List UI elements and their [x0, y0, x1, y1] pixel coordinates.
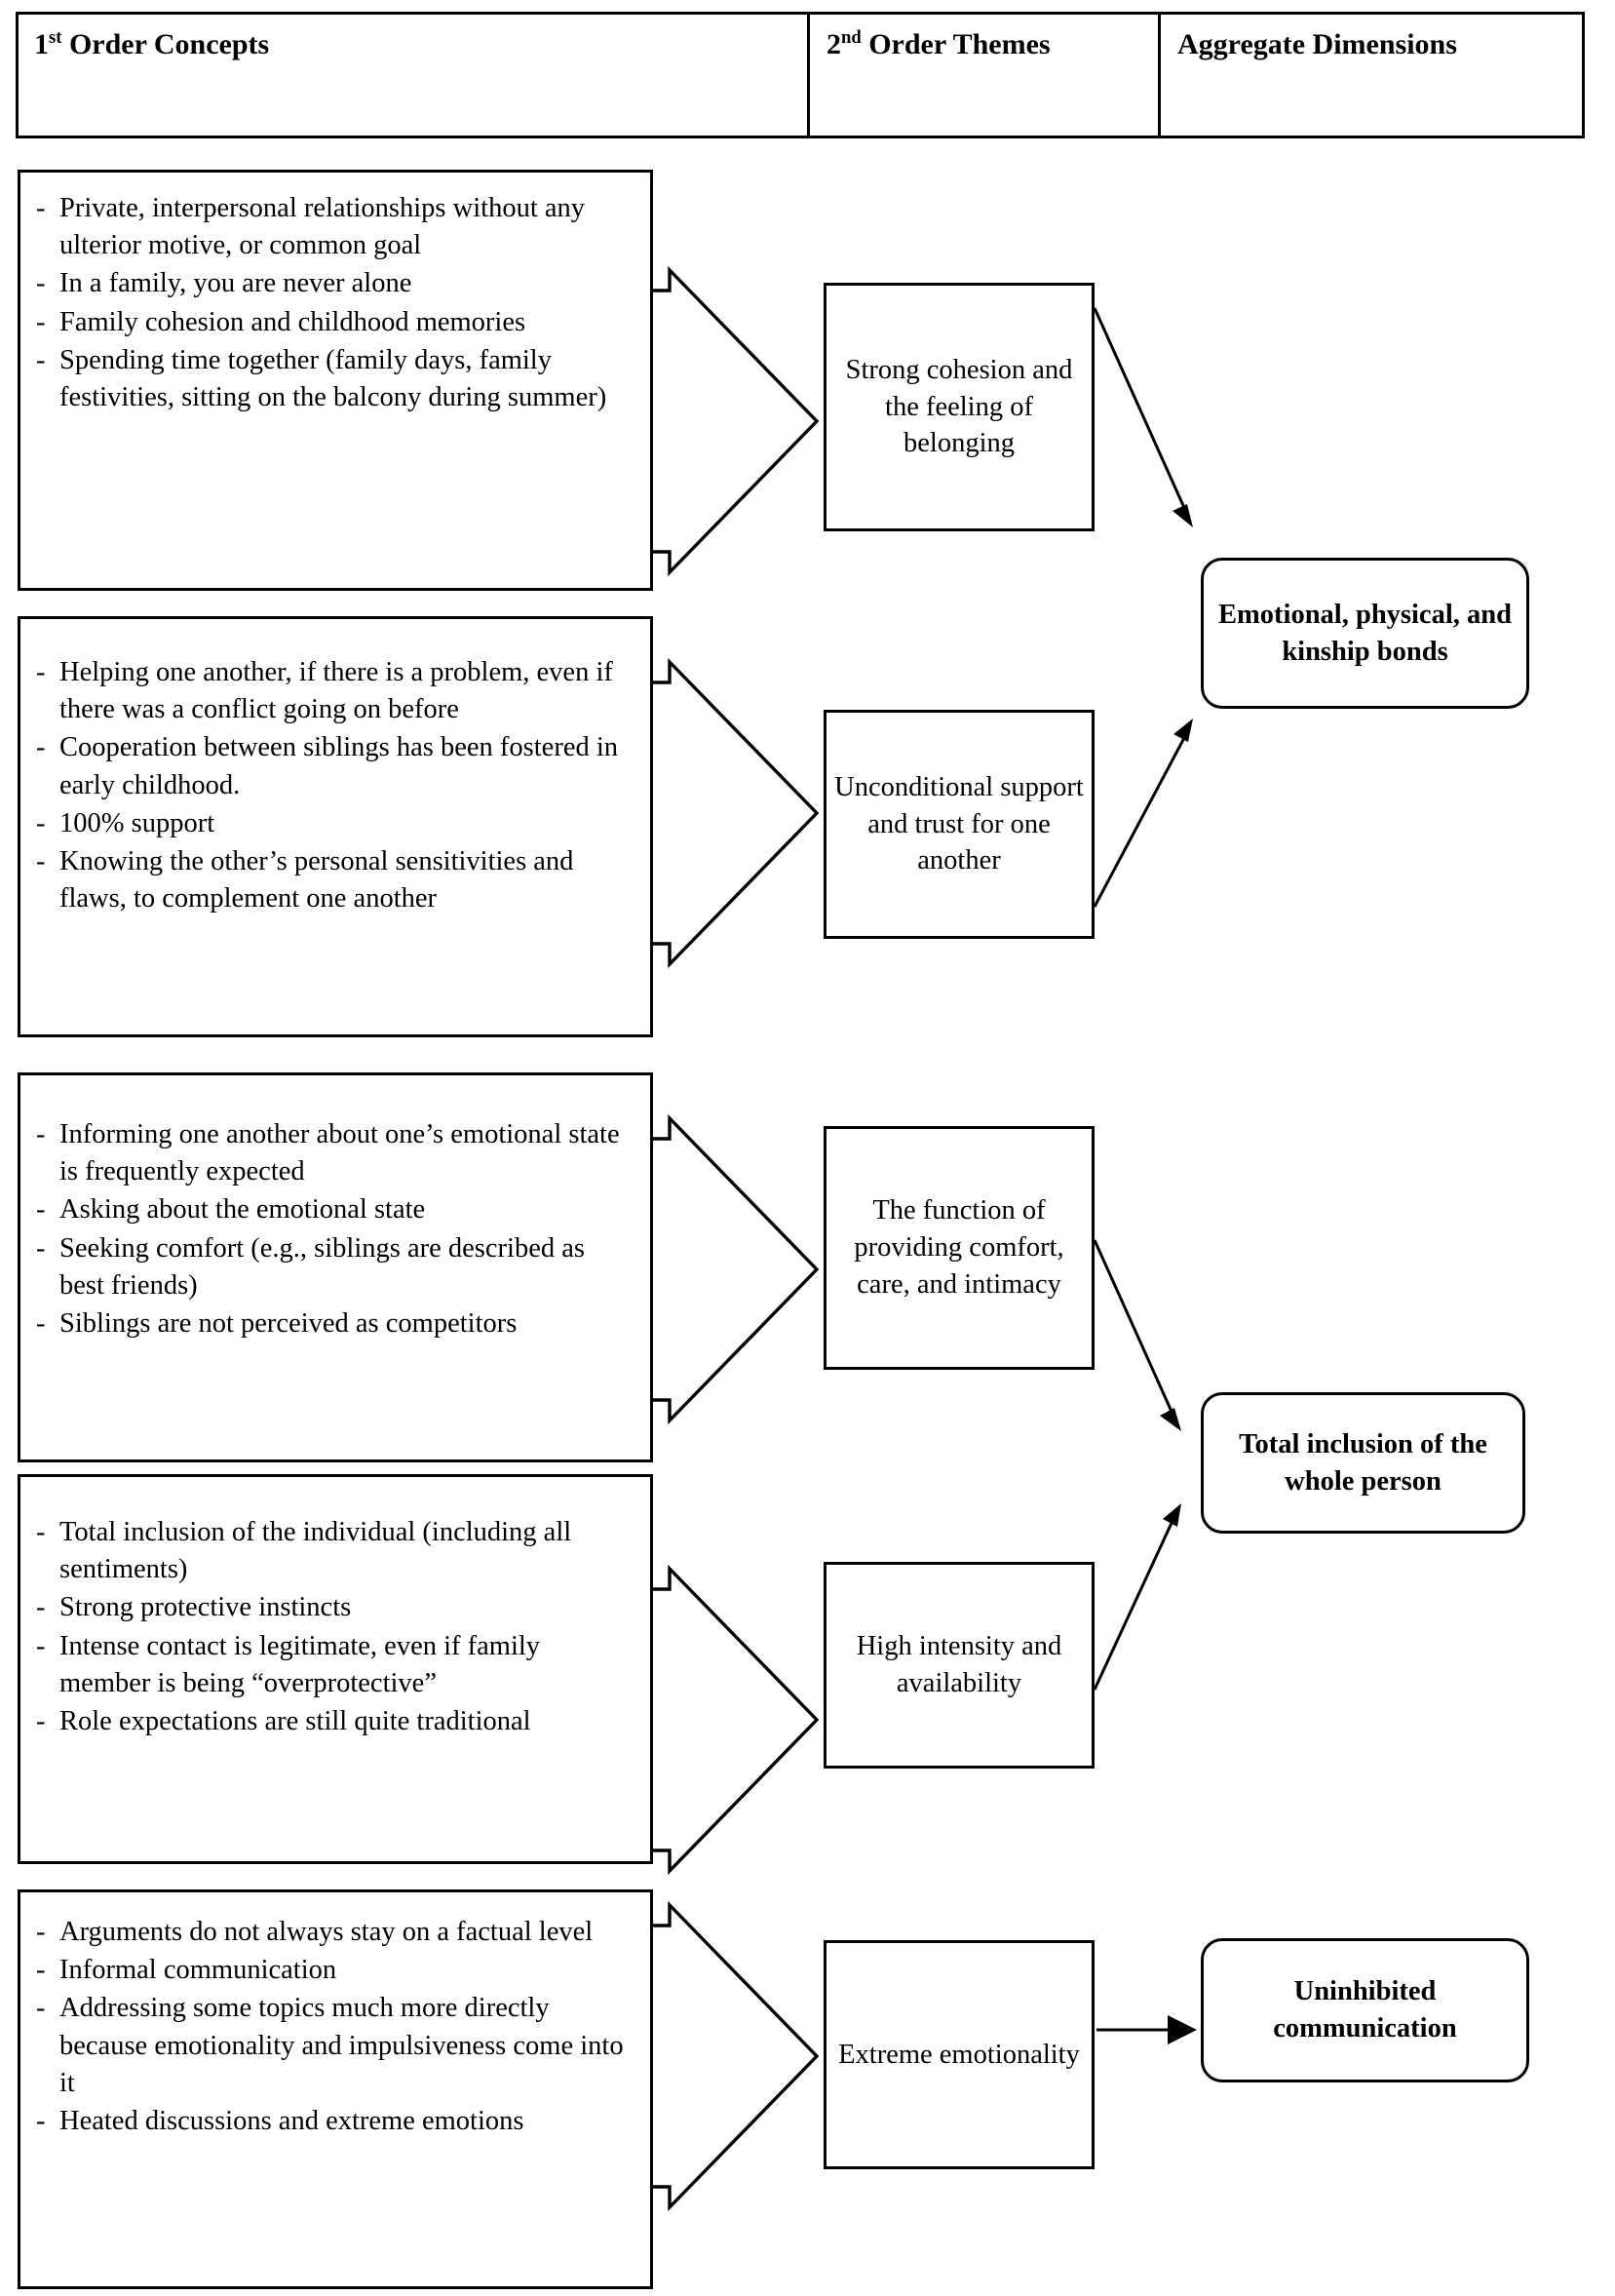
list-item: Seeking comfort (e.g., siblings are desc… — [30, 1230, 634, 1304]
theme-label: Strong cohesion and the feeling of belon… — [845, 354, 1073, 459]
list-item: Siblings are not perceived as competitor… — [30, 1305, 634, 1343]
list-item: Total inclusion of the individual (inclu… — [30, 1514, 634, 1588]
concept-list-2: Helping one another, if there is a probl… — [30, 654, 634, 917]
column-header-table: 1st Order Concepts 2nd Order Themes Aggr… — [16, 12, 1585, 138]
header-divider-2 — [1158, 15, 1161, 136]
list-item: Heated discussions and extreme emotions — [30, 2103, 634, 2140]
header-first-order-concepts: 1st Order Concepts — [34, 28, 269, 60]
aggregate-label: Emotional, physical, and kinship bonds — [1218, 599, 1512, 667]
first-order-concept-box-5: Arguments do not always stay on a factua… — [18, 1889, 653, 2289]
aggregate-dimension-box-3: Uninhibited communication — [1201, 1938, 1529, 2082]
theme-label: Extreme emotionality — [838, 2039, 1080, 2070]
list-item: Spending time together (family days, fam… — [30, 342, 634, 416]
list-item: Informal communication — [30, 1952, 634, 1989]
aggregate-dimension-box-1: Emotional, physical, and kinship bonds — [1201, 558, 1529, 709]
first-order-concept-box-2: Helping one another, if there is a probl… — [18, 616, 653, 1037]
list-item: Asking about the emotional state — [30, 1191, 634, 1228]
header-col2-ordinal-suffix: nd — [841, 27, 862, 48]
second-order-theme-box-1: Strong cohesion and the feeling of belon… — [824, 283, 1095, 531]
first-order-concept-box-4: Total inclusion of the individual (inclu… — [18, 1474, 653, 1864]
connector-theme2-to-aggregate1 — [1093, 719, 1193, 908]
list-item: Arguments do not always stay on a factua… — [30, 1914, 634, 1951]
list-item: Knowing the other’s personal sensitiviti… — [30, 843, 634, 917]
aggregate-label: Uninhibited communication — [1273, 1976, 1457, 2043]
list-item: In a family, you are never alone — [30, 265, 634, 302]
list-item: Private, interpersonal relationships wit… — [30, 190, 634, 264]
second-order-theme-box-3: The function of providing comfort, care,… — [824, 1126, 1095, 1370]
list-item: Family cohesion and childhood memories — [30, 304, 634, 341]
concept-list-3: Informing one another about one’s emotio… — [30, 1116, 634, 1343]
header-col2-text: Order Themes — [861, 28, 1051, 60]
list-item: Informing one another about one’s emotio… — [30, 1116, 634, 1190]
aggregate-label: Total inclusion of the whole person — [1239, 1428, 1487, 1497]
header-divider-1 — [807, 15, 810, 136]
list-item: Strong protective instincts — [30, 1589, 634, 1626]
header-second-order-themes: 2nd Order Themes — [827, 28, 1051, 60]
header-col1-number: 1 — [34, 28, 49, 60]
connector-theme3-to-aggregate2 — [1093, 1239, 1181, 1431]
theme-label: The function of providing comfort, care,… — [854, 1195, 1064, 1300]
list-item: Role expectations are still quite tradit… — [30, 1703, 634, 1740]
header-col1-text: Order Concepts — [61, 28, 270, 60]
list-item: Helping one another, if there is a probl… — [30, 654, 634, 728]
list-item: Intense contact is legitimate, even if f… — [30, 1628, 634, 1702]
header-col2-number: 2 — [827, 28, 841, 60]
second-order-theme-box-2: Unconditional support and trust for one … — [824, 710, 1095, 939]
connector-theme5-to-aggregate3 — [1096, 2015, 1197, 2044]
second-order-theme-box-5: Extreme emotionality — [824, 1940, 1095, 2169]
concept-list-1: Private, interpersonal relationships wit… — [30, 190, 634, 416]
header-col1-ordinal-suffix: st — [49, 27, 62, 48]
connector-theme4-to-aggregate2 — [1093, 1503, 1181, 1691]
concept-list-5: Arguments do not always stay on a factua… — [30, 1914, 634, 2140]
concept-list-4: Total inclusion of the individual (inclu… — [30, 1514, 634, 1740]
theme-label: Unconditional support and trust for one … — [834, 771, 1084, 876]
first-order-concept-box-3: Informing one another about one’s emotio… — [18, 1072, 653, 1462]
list-item: Addressing some topics much more directl… — [30, 1990, 634, 2102]
list-item: 100% support — [30, 805, 634, 842]
second-order-theme-box-4: High intensity and availability — [824, 1562, 1095, 1769]
header-aggregate-dimensions: Aggregate Dimensions — [1177, 28, 1457, 60]
connector-theme1-to-aggregate1 — [1093, 307, 1193, 527]
list-item: Cooperation between siblings has been fo… — [30, 729, 634, 803]
aggregate-dimension-box-2: Total inclusion of the whole person — [1201, 1392, 1525, 1534]
first-order-concept-box-1: Private, interpersonal relationships wit… — [18, 170, 653, 591]
theme-label: High intensity and availability — [856, 1631, 1062, 1698]
